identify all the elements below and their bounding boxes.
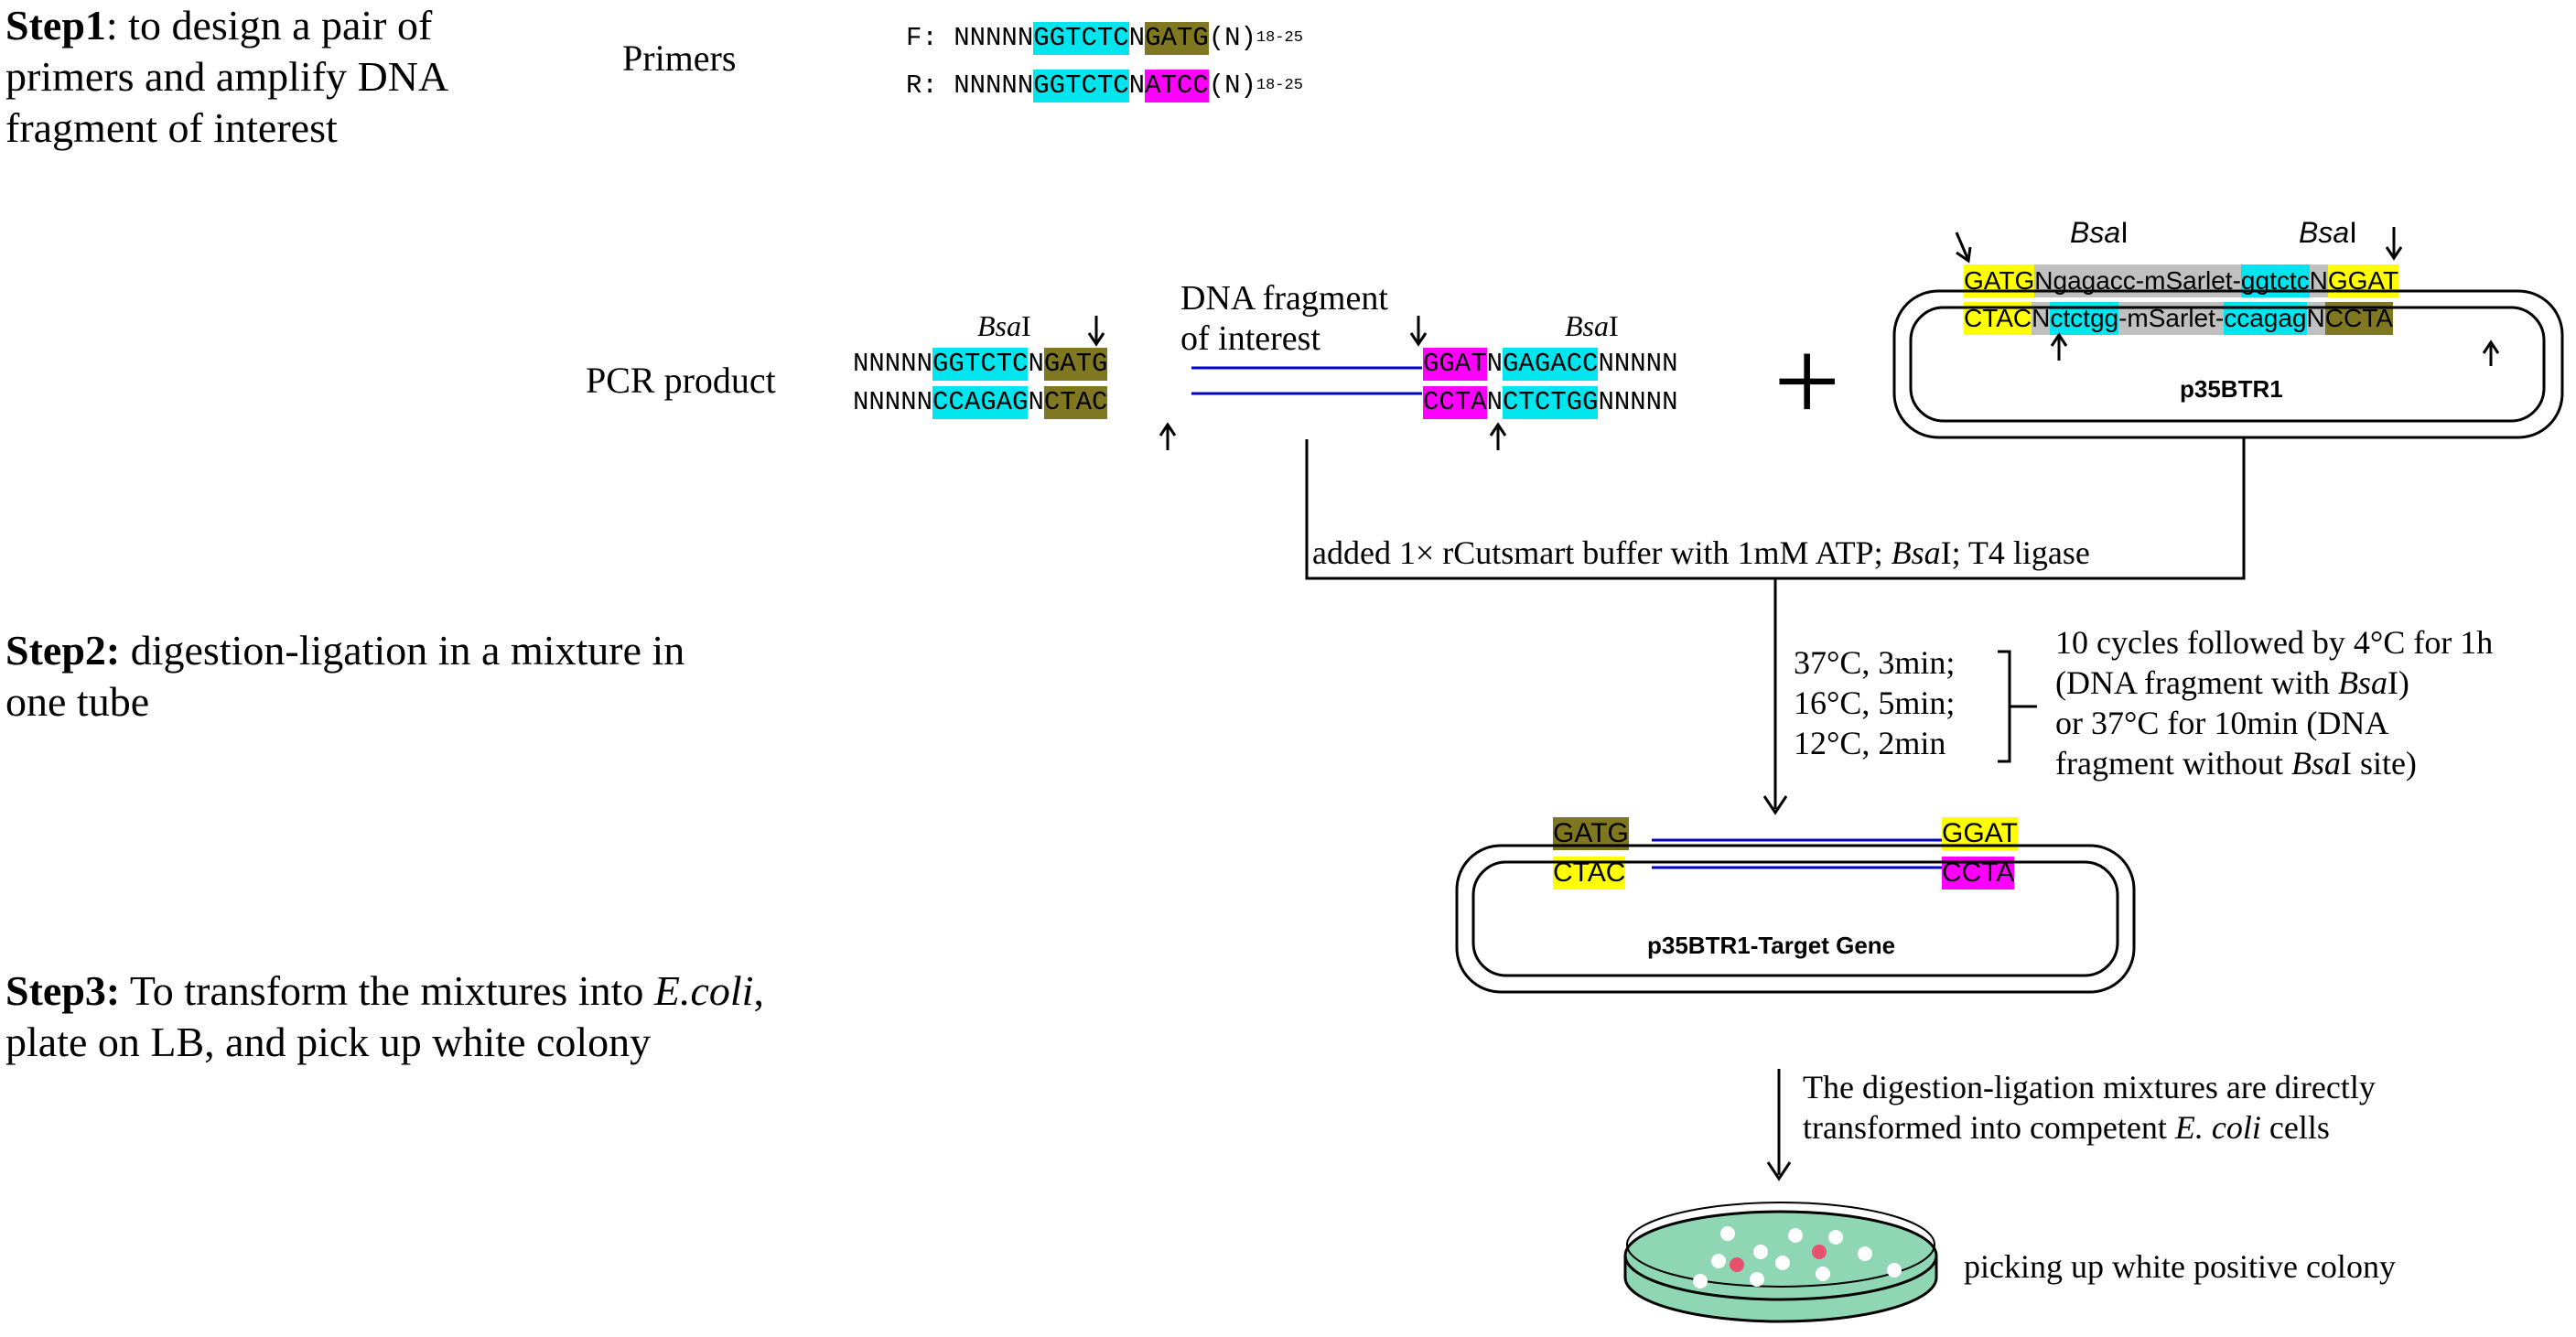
reverse-overhang: ATCC — [1145, 70, 1209, 102]
pcr-bsai-left-label: BsaI — [977, 309, 1031, 342]
vector-name: p35BTR1 — [2180, 375, 2283, 403]
vector-cut-arrow-top-left — [1955, 232, 1972, 264]
pcr-bsai-right-label: BsaI — [1565, 309, 1619, 342]
primers-label: Primers — [622, 38, 737, 79]
pcr-cut-arrow-bottom-right — [1489, 422, 1507, 450]
petri-dish — [1623, 1202, 1938, 1323]
pcr-product-label: PCR product — [586, 360, 776, 401]
vector-cut-arrow-bottom-right — [2482, 340, 2500, 366]
vector-bsai-1-label: BsaI — [2070, 216, 2129, 249]
cycle-bracket — [1998, 650, 2011, 763]
plus-sign: + — [1773, 316, 1841, 447]
colony-white — [1887, 1263, 1902, 1278]
forward-bsai-site: GGTCTC — [1033, 22, 1129, 55]
cycle-conditions: 37°C, 3min; 16°C, 5min; 12°C, 2min — [1794, 644, 1956, 761]
plate-label: picking up white positive colony — [1964, 1248, 2396, 1285]
colony-red — [1812, 1245, 1827, 1259]
fragment-of-interest-label: DNA fragment of interest — [1180, 279, 1388, 358]
transform-text: The digestion-ligation mixtures are dire… — [1803, 1069, 2376, 1146]
step2-label: Step2: — [5, 627, 121, 674]
pcr-cut-arrow-top-left — [1087, 316, 1105, 347]
reverse-bsai-site: GGTCTC — [1033, 70, 1129, 102]
product-plasmid-inner — [1471, 860, 2119, 977]
colony-white — [1828, 1230, 1843, 1245]
colony-white — [1753, 1245, 1768, 1259]
pcr-cut-arrow-bottom-left — [1159, 422, 1177, 450]
vector-bsai-2-label: BsaI — [2299, 216, 2358, 249]
vector-plasmid-inner — [1909, 306, 2546, 423]
step3-text: Step3: To transform the mixtures into E.… — [5, 967, 764, 1065]
step1-text: Step1: to design a pair of primers and a… — [5, 2, 449, 151]
step1-label: Step1 — [5, 2, 106, 49]
vector-cut-arrow-bottom-left — [2050, 332, 2068, 361]
colony-white — [1750, 1272, 1764, 1287]
colony-red — [1730, 1257, 1744, 1272]
step2-text: Step2: digestion-ligation in a mixture i… — [5, 627, 685, 725]
reaction-buffer-text: added 1× rCutsmart buffer with 1mM ATP; … — [1312, 534, 2090, 571]
pcr-cut-arrow-top-right — [1409, 316, 1428, 347]
forward-overhang: GATG — [1145, 22, 1209, 55]
vector-plasmid-outer — [1892, 289, 2564, 439]
colony-white — [1816, 1267, 1830, 1281]
cycle-note: 10 cycles followed by 4°C for 1h (DNA fr… — [2055, 624, 2494, 782]
colony-white — [1788, 1228, 1803, 1243]
vector-cut-arrow-top-right — [2385, 227, 2403, 261]
colonies — [1693, 1226, 1902, 1288]
colony-white — [1711, 1254, 1726, 1268]
colony-white — [1720, 1226, 1735, 1241]
colony-white — [1775, 1256, 1790, 1270]
colony-white — [1693, 1274, 1708, 1288]
combine-bracket — [1305, 437, 2246, 580]
product-name: p35BTR1-Target Gene — [1647, 932, 1896, 959]
product-plasmid-outer — [1455, 844, 2136, 994]
step3-label: Step3: — [5, 967, 121, 1014]
colony-white — [1858, 1246, 1872, 1261]
